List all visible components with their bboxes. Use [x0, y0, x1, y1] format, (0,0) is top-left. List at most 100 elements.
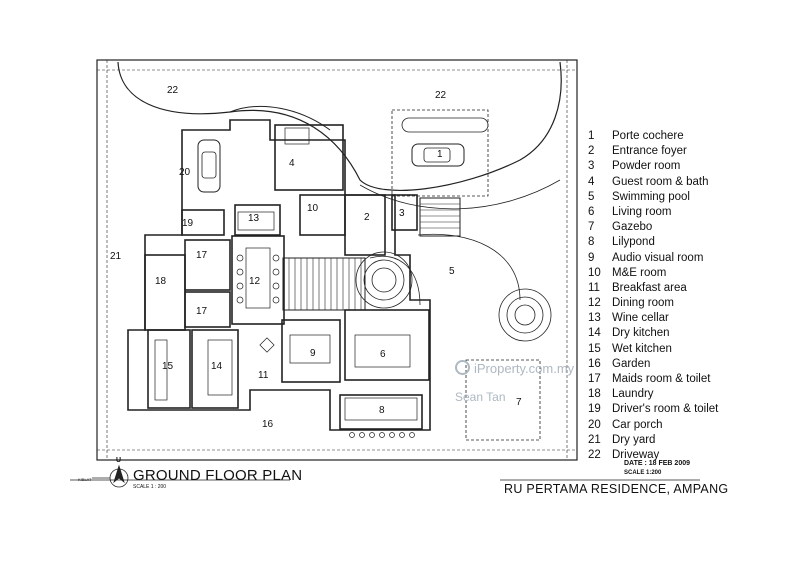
legend-item: 3 Powder room: [588, 159, 793, 174]
legend-item: 6 Living room: [588, 205, 793, 220]
plan-label-1: 1: [437, 149, 443, 160]
watermark-agent: Sean Tan: [455, 390, 506, 404]
plan-label-3: 3: [399, 208, 405, 219]
entrance-stairs: [419, 197, 461, 237]
plan-label-4: 4: [289, 158, 295, 169]
plan-label-21: 21: [110, 251, 122, 262]
legend-number: 9: [588, 251, 595, 264]
legend-label: Car porch: [612, 418, 663, 431]
plan-label-12: 12: [249, 276, 261, 287]
plan-label-2: 2: [364, 212, 370, 223]
legend-label: Gazebo: [612, 221, 653, 234]
legend-item: 7 Gazebo: [588, 220, 793, 235]
legend-label: Dining room: [612, 297, 674, 310]
legend-number: 21: [588, 433, 601, 446]
legend-number: 10: [588, 266, 601, 279]
legend-label: Wet kitchen: [612, 342, 672, 355]
car-icon: [411, 143, 465, 167]
legend-item: 8 Lilypond: [588, 235, 793, 250]
plan-label-17a: 17: [196, 250, 208, 261]
furniture: [154, 127, 411, 401]
legend-label: Garden: [612, 357, 651, 370]
legend-number: 11: [588, 281, 600, 294]
swimming-pool-arcs: [355, 233, 552, 342]
plan-label-22a: 22: [167, 85, 179, 96]
legend-item: 22 Driveway: [588, 448, 793, 463]
watermark-site: iProperty.com.my: [455, 360, 574, 376]
gazebo-outline: [465, 359, 541, 441]
legend-item: 4 Guest room & bath: [588, 175, 793, 190]
lilypond: [344, 397, 418, 438]
plan-label-22b: 22: [435, 90, 447, 101]
timber-deck: [282, 257, 366, 311]
watermark-logo-icon: [455, 360, 470, 375]
legend-number: 1: [588, 130, 595, 142]
legend-number: 6: [588, 205, 595, 218]
legend-number: 12: [588, 297, 601, 310]
compass-north-label: U: [116, 457, 122, 464]
drawing-date: DATE : 18 FEB 2009: [624, 460, 691, 467]
legend-number: 19: [588, 403, 601, 416]
legend-label: Wine cellar: [612, 312, 669, 325]
porte-cochere-outline: [391, 109, 489, 197]
project-name: RU PERTAMA RESIDENCE, AMPANG: [504, 482, 729, 496]
legend-label: Living room: [612, 205, 672, 218]
legend-number: 2: [588, 145, 595, 158]
legend-label: Powder room: [612, 160, 681, 173]
legend-label: Swimming pool: [612, 190, 690, 203]
legend-label: Dry kitchen: [612, 327, 670, 340]
legend-label: Guest room & bath: [612, 175, 709, 188]
car-icon: [197, 139, 221, 193]
legend-item: 2 Entrance foyer: [588, 144, 793, 159]
plan-label-18: 18: [155, 276, 167, 287]
plan-label-7: 7: [516, 397, 522, 408]
legend-item: 14 Dry kitchen: [588, 326, 793, 341]
legend-number: 16: [588, 357, 601, 370]
plan-label-11: 11: [258, 370, 269, 381]
legend-item: 1 Porte cochere: [588, 129, 793, 144]
legend-item: 10 M&E room: [588, 266, 793, 281]
legend-number: 17: [588, 373, 601, 385]
watermark-site-text: iProperty.com.my: [474, 361, 575, 376]
title-scale: SCALE 1 : 200: [133, 484, 167, 490]
legend-item: 17 Maids room & toilet: [588, 372, 793, 387]
plan-label-5: 5: [449, 266, 455, 277]
plan-label-13: 13: [248, 213, 260, 224]
legend-number: 14: [588, 327, 601, 340]
plan-label-6: 6: [380, 349, 386, 360]
legend-label: Porte cochere: [612, 130, 684, 142]
plan-label-19: 19: [182, 218, 194, 229]
legend-number: 4: [588, 175, 595, 188]
plan-label-17b: 17: [196, 306, 208, 317]
legend-label: Maids room & toilet: [612, 373, 711, 385]
legend-number: 8: [588, 236, 595, 249]
legend-label: Lilypond: [612, 236, 655, 249]
legend-label: Entrance foyer: [612, 145, 687, 158]
legend-label: M&E room: [612, 266, 667, 279]
legend-item: 16 Garden: [588, 357, 793, 372]
compass-side-label: KIBLAT: [78, 477, 92, 482]
drawing-title: GROUND FLOOR PLAN: [133, 467, 303, 484]
legend-label: Laundry: [612, 388, 654, 401]
legend-number: 22: [588, 448, 601, 461]
legend-label: Driver's room & toilet: [612, 403, 719, 416]
legend-label: Dry yard: [612, 433, 656, 446]
plan-label-15: 15: [162, 361, 174, 372]
legend-label: Driveway: [612, 448, 660, 461]
legend-number: 7: [588, 221, 595, 234]
legend-number: 3: [588, 160, 595, 173]
legend-item: 12 Dining room: [588, 296, 793, 311]
plan-label-16: 16: [262, 419, 274, 430]
legend-item: 19 Driver's room & toilet: [588, 402, 793, 417]
plan-label-9: 9: [310, 348, 316, 359]
room-legend: 1 Porte cochere 2 Entrance foyer 3 Powder roo…: [588, 129, 793, 463]
plan-label-8: 8: [379, 405, 385, 416]
